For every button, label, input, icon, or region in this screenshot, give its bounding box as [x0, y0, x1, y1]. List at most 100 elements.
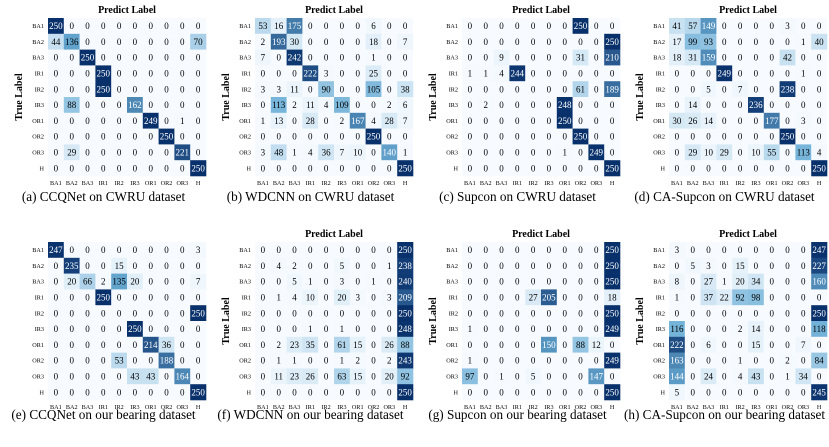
- matrix-cell-value: 0: [531, 356, 536, 366]
- col-tick-label: BA3: [496, 404, 508, 411]
- matrix-cell: [795, 352, 812, 369]
- matrix-cell: [127, 18, 144, 35]
- matrix-cell-value: 0: [292, 324, 297, 334]
- matrix-cell: [334, 128, 351, 145]
- matrix-cell-value: 4: [738, 372, 743, 382]
- row-tick-label: BA2: [239, 39, 251, 46]
- col-tick-label: OR1: [145, 180, 157, 187]
- matrix-cell-value: 0: [594, 277, 599, 287]
- matrix-cell: [365, 144, 382, 161]
- matrix-cell-value: 1: [340, 324, 345, 334]
- matrix-cell: [397, 97, 414, 114]
- matrix-cell: [748, 321, 765, 338]
- matrix-cell-value: 0: [801, 245, 806, 255]
- matrix-cell-value: 0: [578, 308, 583, 318]
- matrix-cell-value: 0: [308, 245, 313, 255]
- matrix-cell-value: 0: [483, 84, 488, 94]
- matrix-cell: [700, 242, 717, 259]
- matrix-cell: [779, 97, 796, 114]
- matrix-cell: [365, 81, 382, 98]
- matrix-cell-value: 7: [196, 277, 201, 287]
- matrix-cell-value: 0: [706, 69, 711, 79]
- matrix-cell-value: 0: [515, 261, 520, 271]
- matrix-cell-value: 0: [54, 372, 59, 382]
- col-tick-label: IR1: [99, 180, 108, 187]
- matrix-cell: [763, 49, 780, 66]
- matrix-cell-value: 66: [83, 277, 93, 287]
- matrix-cell-value: 0: [817, 21, 822, 31]
- matrix-cell: [604, 273, 621, 290]
- matrix-cell-value: 0: [148, 53, 153, 63]
- matrix-cell-value: 0: [261, 132, 266, 142]
- matrix-cell: [302, 160, 319, 177]
- matrix-cell-value: 1: [371, 53, 376, 63]
- matrix-cell: [779, 33, 796, 50]
- matrix-cell: [795, 368, 812, 385]
- matrix-cell-value: 214: [144, 340, 158, 350]
- matrix-cell-value: 0: [706, 163, 711, 173]
- matrix-cell: [95, 81, 112, 98]
- row-tick-label: BA2: [239, 263, 251, 270]
- matrix-cell: [365, 289, 382, 306]
- matrix-cell: [795, 112, 812, 129]
- matrix-cell: [588, 289, 605, 306]
- matrix-cell: [158, 352, 175, 369]
- matrix-cell-value: 250: [812, 163, 826, 173]
- matrix-cell-value: 0: [594, 293, 599, 303]
- matrix-cell-value: 0: [738, 308, 743, 318]
- matrix-cell-value: 0: [340, 308, 345, 318]
- matrix-cell: [381, 97, 398, 114]
- matrix-cell-value: 163: [670, 356, 684, 366]
- matrix-cell-value: 0: [738, 148, 743, 158]
- matrix-cell: [525, 321, 542, 338]
- matrix-cell: [365, 49, 382, 66]
- matrix-cell-value: 0: [562, 293, 567, 303]
- col-tick-label: BA2: [273, 404, 285, 411]
- matrix-cell-value: 0: [355, 245, 360, 255]
- col-tick-label: OR3: [797, 404, 809, 411]
- matrix-cell: [127, 144, 144, 161]
- matrix-cell-value: 0: [276, 53, 281, 63]
- matrix-cell-value: 0: [324, 356, 329, 366]
- matrix-cell-value: 0: [324, 277, 329, 287]
- matrix-cell-value: 0: [387, 21, 392, 31]
- matrix-cell: [255, 305, 272, 322]
- matrix-cell-value: 0: [261, 324, 266, 334]
- row-tick-label: BA2: [32, 263, 44, 270]
- matrix-cell: [286, 257, 303, 274]
- matrix-cell: [811, 128, 828, 145]
- matrix-cell-value: 0: [180, 100, 185, 110]
- matrix-cell: [716, 257, 733, 274]
- matrix-cell: [541, 305, 558, 322]
- col-tick-label: OR2: [368, 404, 380, 411]
- matrix-cell-value: 0: [483, 356, 488, 366]
- matrix-cell: [174, 257, 191, 274]
- matrix-cell-value: 0: [276, 245, 281, 255]
- matrix-cell-value: 250: [781, 132, 795, 142]
- matrix-cell-value: 0: [292, 132, 297, 142]
- matrix-cell-value: 0: [101, 261, 106, 271]
- matrix-cell-value: 0: [164, 37, 169, 47]
- matrix-cell: [48, 18, 65, 35]
- matrix-cell: [349, 112, 366, 129]
- matrix-cell-value: 0: [117, 308, 122, 318]
- matrix-cell-value: 0: [133, 116, 138, 126]
- matrix-cell: [142, 321, 159, 338]
- col-tick-label: IR1: [99, 404, 108, 411]
- matrix-cell: [525, 257, 542, 274]
- matrix-cell-value: 0: [483, 387, 488, 397]
- matrix-cell-value: 0: [117, 116, 122, 126]
- panel-caption: (e) CCQNet on our bearing dataset: [11, 407, 196, 422]
- matrix-cell-value: 0: [675, 261, 680, 271]
- matrix-cell: [509, 242, 526, 259]
- matrix-cell-value: 250: [97, 69, 111, 79]
- matrix-cell: [158, 368, 175, 385]
- matrix-cell: [700, 18, 717, 35]
- matrix-cell: [111, 128, 128, 145]
- matrix-cell-value: 0: [468, 277, 473, 287]
- matrix-cell: [190, 242, 207, 259]
- matrix-cell: [397, 242, 414, 259]
- matrix-cell: [462, 336, 479, 353]
- matrix-cell: [525, 352, 542, 369]
- matrix-cell: [541, 97, 558, 114]
